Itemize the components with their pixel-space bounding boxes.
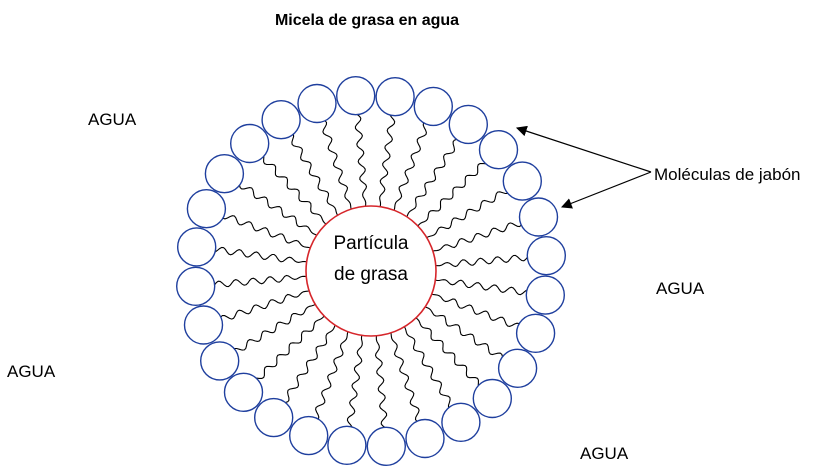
soap-tail <box>234 302 318 351</box>
soap-tail <box>374 333 388 428</box>
water-label-right: AGUA <box>656 279 705 298</box>
soap-head <box>525 275 565 315</box>
soap-head <box>223 372 264 412</box>
soap-tail <box>315 329 350 420</box>
soap-head <box>297 83 337 124</box>
soap-tail <box>346 333 363 428</box>
pointer-arrow-upper <box>515 125 652 173</box>
soap-head <box>526 235 566 276</box>
fat-particle-label-line2: de grasa <box>334 264 408 285</box>
water-label-left: AGUA <box>7 362 56 381</box>
soap-tail <box>414 316 479 386</box>
soap-head <box>204 153 245 194</box>
soap-head <box>183 305 224 345</box>
diagram-title: Micela de grasa en agua <box>275 12 459 29</box>
soap-head <box>472 378 512 419</box>
pointer-arrow-lower <box>560 171 652 209</box>
soap-tail <box>424 191 508 240</box>
soap-tail <box>423 305 504 357</box>
soap-tail <box>416 162 486 228</box>
soap-head <box>478 129 519 170</box>
soap-head <box>289 415 329 456</box>
soap-head <box>413 86 453 127</box>
soap-head <box>497 348 538 388</box>
soap-head <box>175 266 216 306</box>
fat-particle <box>305 205 437 337</box>
soap-tail <box>405 138 457 219</box>
soap-molecules-label: Moléculas de jabón <box>654 165 800 184</box>
soap-tail <box>256 314 326 379</box>
soap-tail <box>214 274 309 288</box>
soap-tail <box>402 324 451 408</box>
soap-head <box>261 99 301 140</box>
soap-head <box>186 188 227 229</box>
soap-tail <box>222 215 313 250</box>
fat-particle-label-line1: Partícula <box>334 233 409 254</box>
soap-head <box>366 426 406 466</box>
water-label-bottom-right: AGUA <box>580 444 629 463</box>
soap-head <box>518 197 559 237</box>
soap-head <box>448 104 488 145</box>
soap-tail <box>214 246 309 263</box>
soap-tail <box>392 122 427 213</box>
soap-head <box>254 397 294 438</box>
soap-tail <box>238 185 319 237</box>
soap-tail <box>433 254 528 268</box>
soap-head <box>405 418 445 459</box>
soap-tail <box>322 120 353 212</box>
soap-head <box>199 341 240 381</box>
soap-molecules <box>175 75 566 466</box>
soap-head <box>375 76 415 117</box>
soap-head <box>229 123 270 164</box>
soap-head <box>502 161 542 201</box>
soap-tail <box>354 114 368 209</box>
soap-tail <box>220 289 312 320</box>
soap-tail <box>379 114 396 209</box>
soap-tail <box>389 330 420 422</box>
soap-head <box>327 425 367 465</box>
soap-tail <box>285 323 337 404</box>
water-label-top-left: AGUA <box>88 110 137 129</box>
soap-head <box>515 313 556 353</box>
soap-tail <box>429 292 520 327</box>
soap-head <box>176 227 217 267</box>
soap-tail <box>263 156 328 226</box>
soap-head <box>336 75 376 116</box>
soap-head <box>441 402 481 442</box>
soap-tail <box>433 279 528 296</box>
soap-tail <box>291 134 340 218</box>
soap-tail <box>430 222 522 253</box>
